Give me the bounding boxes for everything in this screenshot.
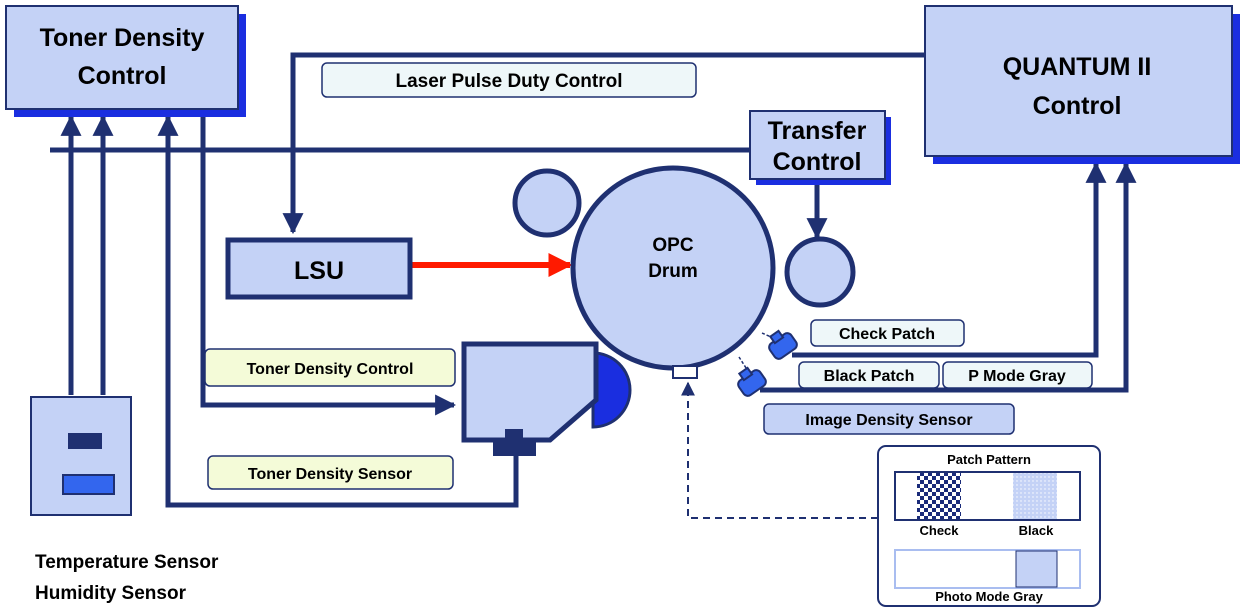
- charge-roller: [512, 168, 582, 238]
- patch-legend-title: Patch Pattern: [947, 452, 1031, 467]
- black-patch-sensor-icon: [737, 366, 767, 397]
- transfer-roller: [784, 236, 856, 308]
- toner-sensor-line: [157, 114, 519, 508]
- transfer-title-1: Transfer: [768, 117, 867, 145]
- label-black-patch: Black Patch: [798, 361, 940, 389]
- lsu-box: LSU: [225, 237, 413, 300]
- dashed-patch-line: [681, 381, 878, 519]
- humidity-sensor-indicator: [62, 474, 115, 495]
- label-image-density-sensor: Image Density Sensor: [763, 403, 1015, 435]
- drum-patch-marker: [672, 365, 698, 379]
- temperature-sensor-caption: Temperature Sensor: [35, 552, 219, 573]
- patch-pattern-legend: Patch Pattern Check Black Photo Mode Gra…: [877, 445, 1101, 607]
- label-laser-pulse: Laser Pulse Duty Control: [321, 62, 697, 98]
- toner-density-control-box: Toner Density Control: [5, 5, 246, 117]
- svg-text:Black Patch: Black Patch: [824, 368, 915, 385]
- quantum-title-2: Control: [1033, 92, 1122, 120]
- black-patch-swatch: [1013, 473, 1057, 519]
- photo-swatch-label: Photo Mode Gray: [935, 589, 1043, 604]
- check-patch-swatch: [917, 473, 961, 519]
- svg-text:Toner Density Control: Toner Density Control: [247, 361, 414, 378]
- temperature-sensor-indicator: [68, 433, 102, 449]
- quantum-control-box: QUANTUM II Control: [924, 5, 1240, 164]
- drum-label-1: OPC: [652, 235, 693, 256]
- label-p-mode-gray: P Mode Gray: [942, 361, 1093, 389]
- black-swatch-label: Black: [1019, 523, 1054, 538]
- toner-density-control-title-2: Control: [78, 62, 167, 90]
- lsu-label: LSU: [294, 257, 344, 285]
- label-toner-density-sensor: Toner Density Sensor: [207, 455, 454, 490]
- svg-text:Image Density Sensor: Image Density Sensor: [805, 412, 972, 429]
- sensor-box: [30, 396, 132, 516]
- quantum-title-1: QUANTUM II: [1003, 53, 1152, 81]
- photo-gray-swatch: [1015, 550, 1058, 588]
- laser-pulse-line: [282, 52, 925, 235]
- toner-density-control-title-1: Toner Density: [40, 24, 205, 52]
- label-toner-density-control: Toner Density Control: [204, 348, 456, 387]
- humidity-sensor-caption: Humidity Sensor: [35, 583, 187, 604]
- drum-label-2: Drum: [648, 261, 698, 282]
- check-patch-sensor-icon: [768, 329, 798, 360]
- toner-density-sensor-block: [493, 438, 536, 456]
- connectors: [50, 52, 1137, 508]
- transfer-title-2: Control: [773, 148, 862, 176]
- drum-assembly: OPC Drum: [512, 165, 856, 379]
- svg-text:Laser Pulse Duty Control: Laser Pulse Duty Control: [396, 71, 623, 92]
- toner-control-line: [200, 117, 457, 416]
- svg-text:Check Patch: Check Patch: [839, 326, 935, 343]
- label-check-patch: Check Patch: [810, 319, 965, 347]
- image-density-sensors: [737, 329, 798, 397]
- check-patch-line: [792, 161, 1107, 358]
- svg-text:P Mode Gray: P Mode Gray: [968, 368, 1066, 385]
- developer-unit: [461, 341, 632, 456]
- image-density-line: [760, 161, 1137, 393]
- transfer-control-box: Transfer Control: [749, 110, 891, 185]
- svg-text:Toner Density Sensor: Toner Density Sensor: [248, 466, 412, 483]
- check-swatch-label: Check: [919, 523, 959, 538]
